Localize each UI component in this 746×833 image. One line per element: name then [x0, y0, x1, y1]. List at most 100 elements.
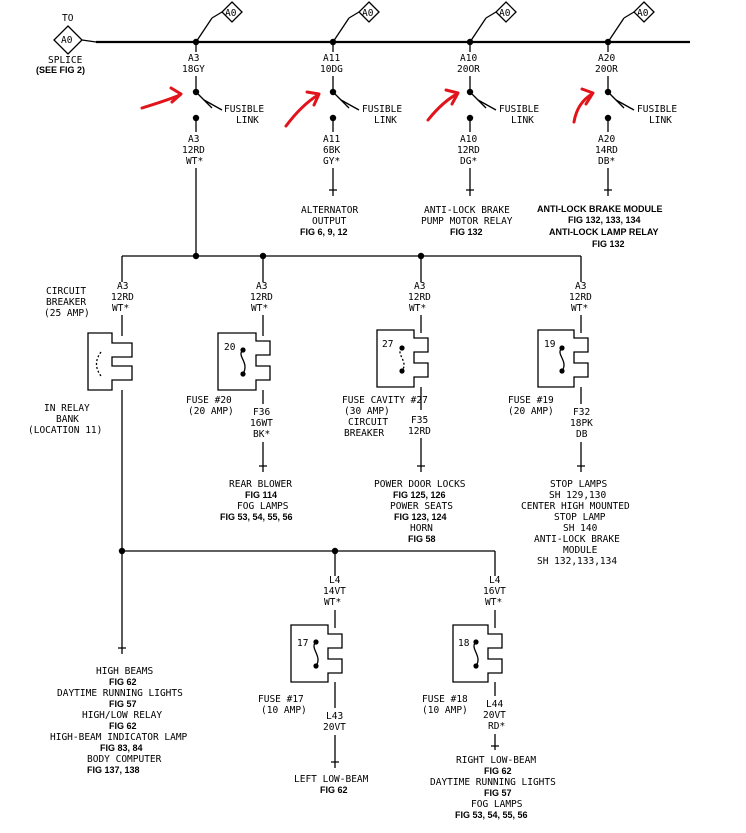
destination-fig: FIG 58: [408, 534, 436, 544]
branch-wire-gauge: 12RD: [569, 292, 592, 303]
destination-line: STOP LAMPS: [550, 479, 607, 490]
top-wire-id: A20: [598, 53, 615, 64]
destination-line: CENTER HIGH MOUNTED: [521, 501, 630, 512]
out-wire-gauge: 20VT: [323, 722, 346, 733]
connector-code: A0: [499, 8, 511, 19]
splice-to-label: TO: [62, 13, 74, 24]
out-wire-gauge: 18PK: [570, 418, 593, 429]
destination-line: RIGHT LOW-BEAM: [456, 755, 536, 766]
fuse-rating: (20 AMP): [508, 406, 554, 417]
branch-fuse-17: L4 14VT WT* 17 FUSE #17 (10 AMP) L43 20V…: [258, 551, 369, 795]
fusible-link-label-2: LINK: [236, 115, 259, 126]
fuse-rating: (10 AMP): [261, 705, 307, 716]
location-label: BANK: [56, 414, 79, 425]
destination-line: FOG LAMPS: [237, 501, 289, 512]
fuse-label: CIRCUIT: [348, 417, 388, 428]
fuse-number: 18: [458, 638, 470, 649]
destination-line: DAYTIME RUNNING LIGHTS: [430, 777, 556, 788]
branch-wire-id: L4: [489, 575, 501, 586]
destination-line: PUMP MOTOR RELAY: [421, 216, 513, 227]
top-wire-gauge: 20OR: [595, 64, 618, 75]
branch-wire-tracer: WT*: [571, 303, 588, 314]
out-wire-id: F35: [411, 415, 428, 426]
fusible-link-label-2: LINK: [649, 115, 672, 126]
out-wire-tracer: BK*: [253, 429, 270, 440]
annotation-arrowhead: [169, 86, 183, 104]
branch-fuse-19: A3 12RD WT* 19 FUSE #19 (20 AMP) F32 18P…: [508, 256, 630, 567]
top-wire-id: A3: [188, 53, 199, 64]
top-wire-id: A11: [323, 53, 340, 64]
destination-line: HORN: [410, 523, 433, 534]
breaker-rating: (25 AMP): [44, 308, 90, 319]
bottom-wire-id: A3: [188, 134, 199, 145]
column-a3: A0 A3 18GY FUSIBLE LINK A3 12RD WT*: [182, 1, 264, 256]
out-wire-tracer: RD*: [488, 721, 505, 732]
branch-circuit-breaker: A3 12RD WT* CIRCUIT BREAKER (25 AMP) IN …: [28, 256, 134, 548]
destination-line: ANTI-LOCK LAMP RELAY: [549, 227, 659, 237]
fuse-body: [290, 624, 343, 683]
splice-ref: (SEE FIG 2): [36, 65, 85, 75]
branch-wire-tracer: WT*: [251, 303, 268, 314]
destination-line: POWER SEATS: [390, 501, 453, 512]
destination-line: ANTI-LOCK BRAKE: [534, 534, 620, 545]
destination-fig: FIG 114: [245, 490, 277, 500]
fusible-link-label: FUSIBLE: [362, 104, 402, 115]
destination-fig: FIG 62: [320, 785, 348, 795]
destination-fig: FIG 123, 124: [394, 512, 447, 522]
bottom-wire-gauge: 14RD: [595, 145, 618, 156]
out-wire-gauge: 12RD: [408, 426, 431, 437]
destination-fig: FIG 62: [109, 721, 137, 731]
fuse-label: BREAKER: [344, 428, 384, 439]
high-beams-destination: HIGH BEAMS FIG 62 DAYTIME RUNNING LIGHTS…: [50, 666, 188, 775]
destination-line: LEFT LOW-BEAM: [294, 774, 369, 785]
destination-line: DAYTIME RUNNING LIGHTS: [57, 688, 183, 699]
destination-line: SH 140: [563, 523, 598, 534]
fuse-rating: (20 AMP): [188, 406, 234, 417]
location-label: (LOCATION 11): [28, 425, 102, 436]
fuse-rating: (30 AMP): [344, 406, 390, 417]
splice-code: A0: [61, 35, 73, 46]
circuit-breaker-body: [87, 332, 133, 391]
fuse-number: 17: [297, 638, 308, 649]
destination-fig: FIG 53, 54, 55, 56: [455, 810, 528, 820]
destination-fig: FIG 137, 138: [87, 765, 140, 775]
destination-line: FOG LAMPS: [471, 799, 523, 810]
branch-wire-tracer: WT*: [409, 303, 426, 314]
top-wire-gauge: 20OR: [457, 64, 480, 75]
breaker-label: BREAKER: [46, 297, 86, 308]
fuse-label: FUSE #20: [186, 395, 232, 406]
destination-line: ANTI-LOCK BRAKE MODULE: [537, 204, 663, 214]
out-wire-id: F36: [253, 407, 270, 418]
column-a10: A0 A10 20OR FUSIBLE LINK A10 12RD DG* AN…: [421, 1, 539, 237]
branch-wire-id: A3: [117, 281, 128, 292]
destination-fig: FIG 132: [450, 227, 483, 237]
branch-wire-id: A3: [575, 281, 586, 292]
destination-line: HIGH BEAMS: [96, 666, 153, 677]
branch-wire-tracer: WT*: [485, 597, 502, 608]
annotation-arrowhead: [444, 88, 460, 106]
fuse-label: FUSE #18: [422, 694, 468, 705]
connector-code: A0: [637, 8, 649, 19]
destination-line: REAR BLOWER: [229, 479, 292, 490]
fuse-number: 20: [224, 342, 236, 353]
branch-wire-tracer: WT*: [324, 597, 341, 608]
fuse-body: [376, 329, 429, 388]
column-a11: A0 A11 10DG FUSIBLE LINK A11 6BK GY* ALT…: [300, 1, 402, 237]
destination-line: HIGH/LOW RELAY: [82, 710, 162, 721]
destination-fig: FIG 57: [484, 788, 512, 798]
bottom-wire-tracer: WT*: [186, 156, 203, 167]
fuse-number: 19: [544, 339, 556, 350]
bottom-wire-tracer: DB*: [598, 156, 615, 167]
annotation-arrow: [426, 92, 459, 122]
top-wire-id: A10: [460, 53, 477, 64]
splice-label: SPLICE: [48, 55, 83, 66]
destination-line: STOP LAMP: [554, 512, 606, 523]
branch-wire-id: L4: [329, 575, 341, 586]
bottom-wire-gauge: 6BK: [323, 145, 340, 156]
column-a20: A0 A20 20OR FUSIBLE LINK A20 14RD DB* AN…: [537, 1, 677, 249]
fusible-link-label: FUSIBLE: [637, 104, 677, 115]
fuse-label: FUSE CAVITY #27: [342, 395, 428, 406]
connector-code: A0: [225, 8, 237, 19]
bottom-wire-id: A20: [598, 134, 615, 145]
